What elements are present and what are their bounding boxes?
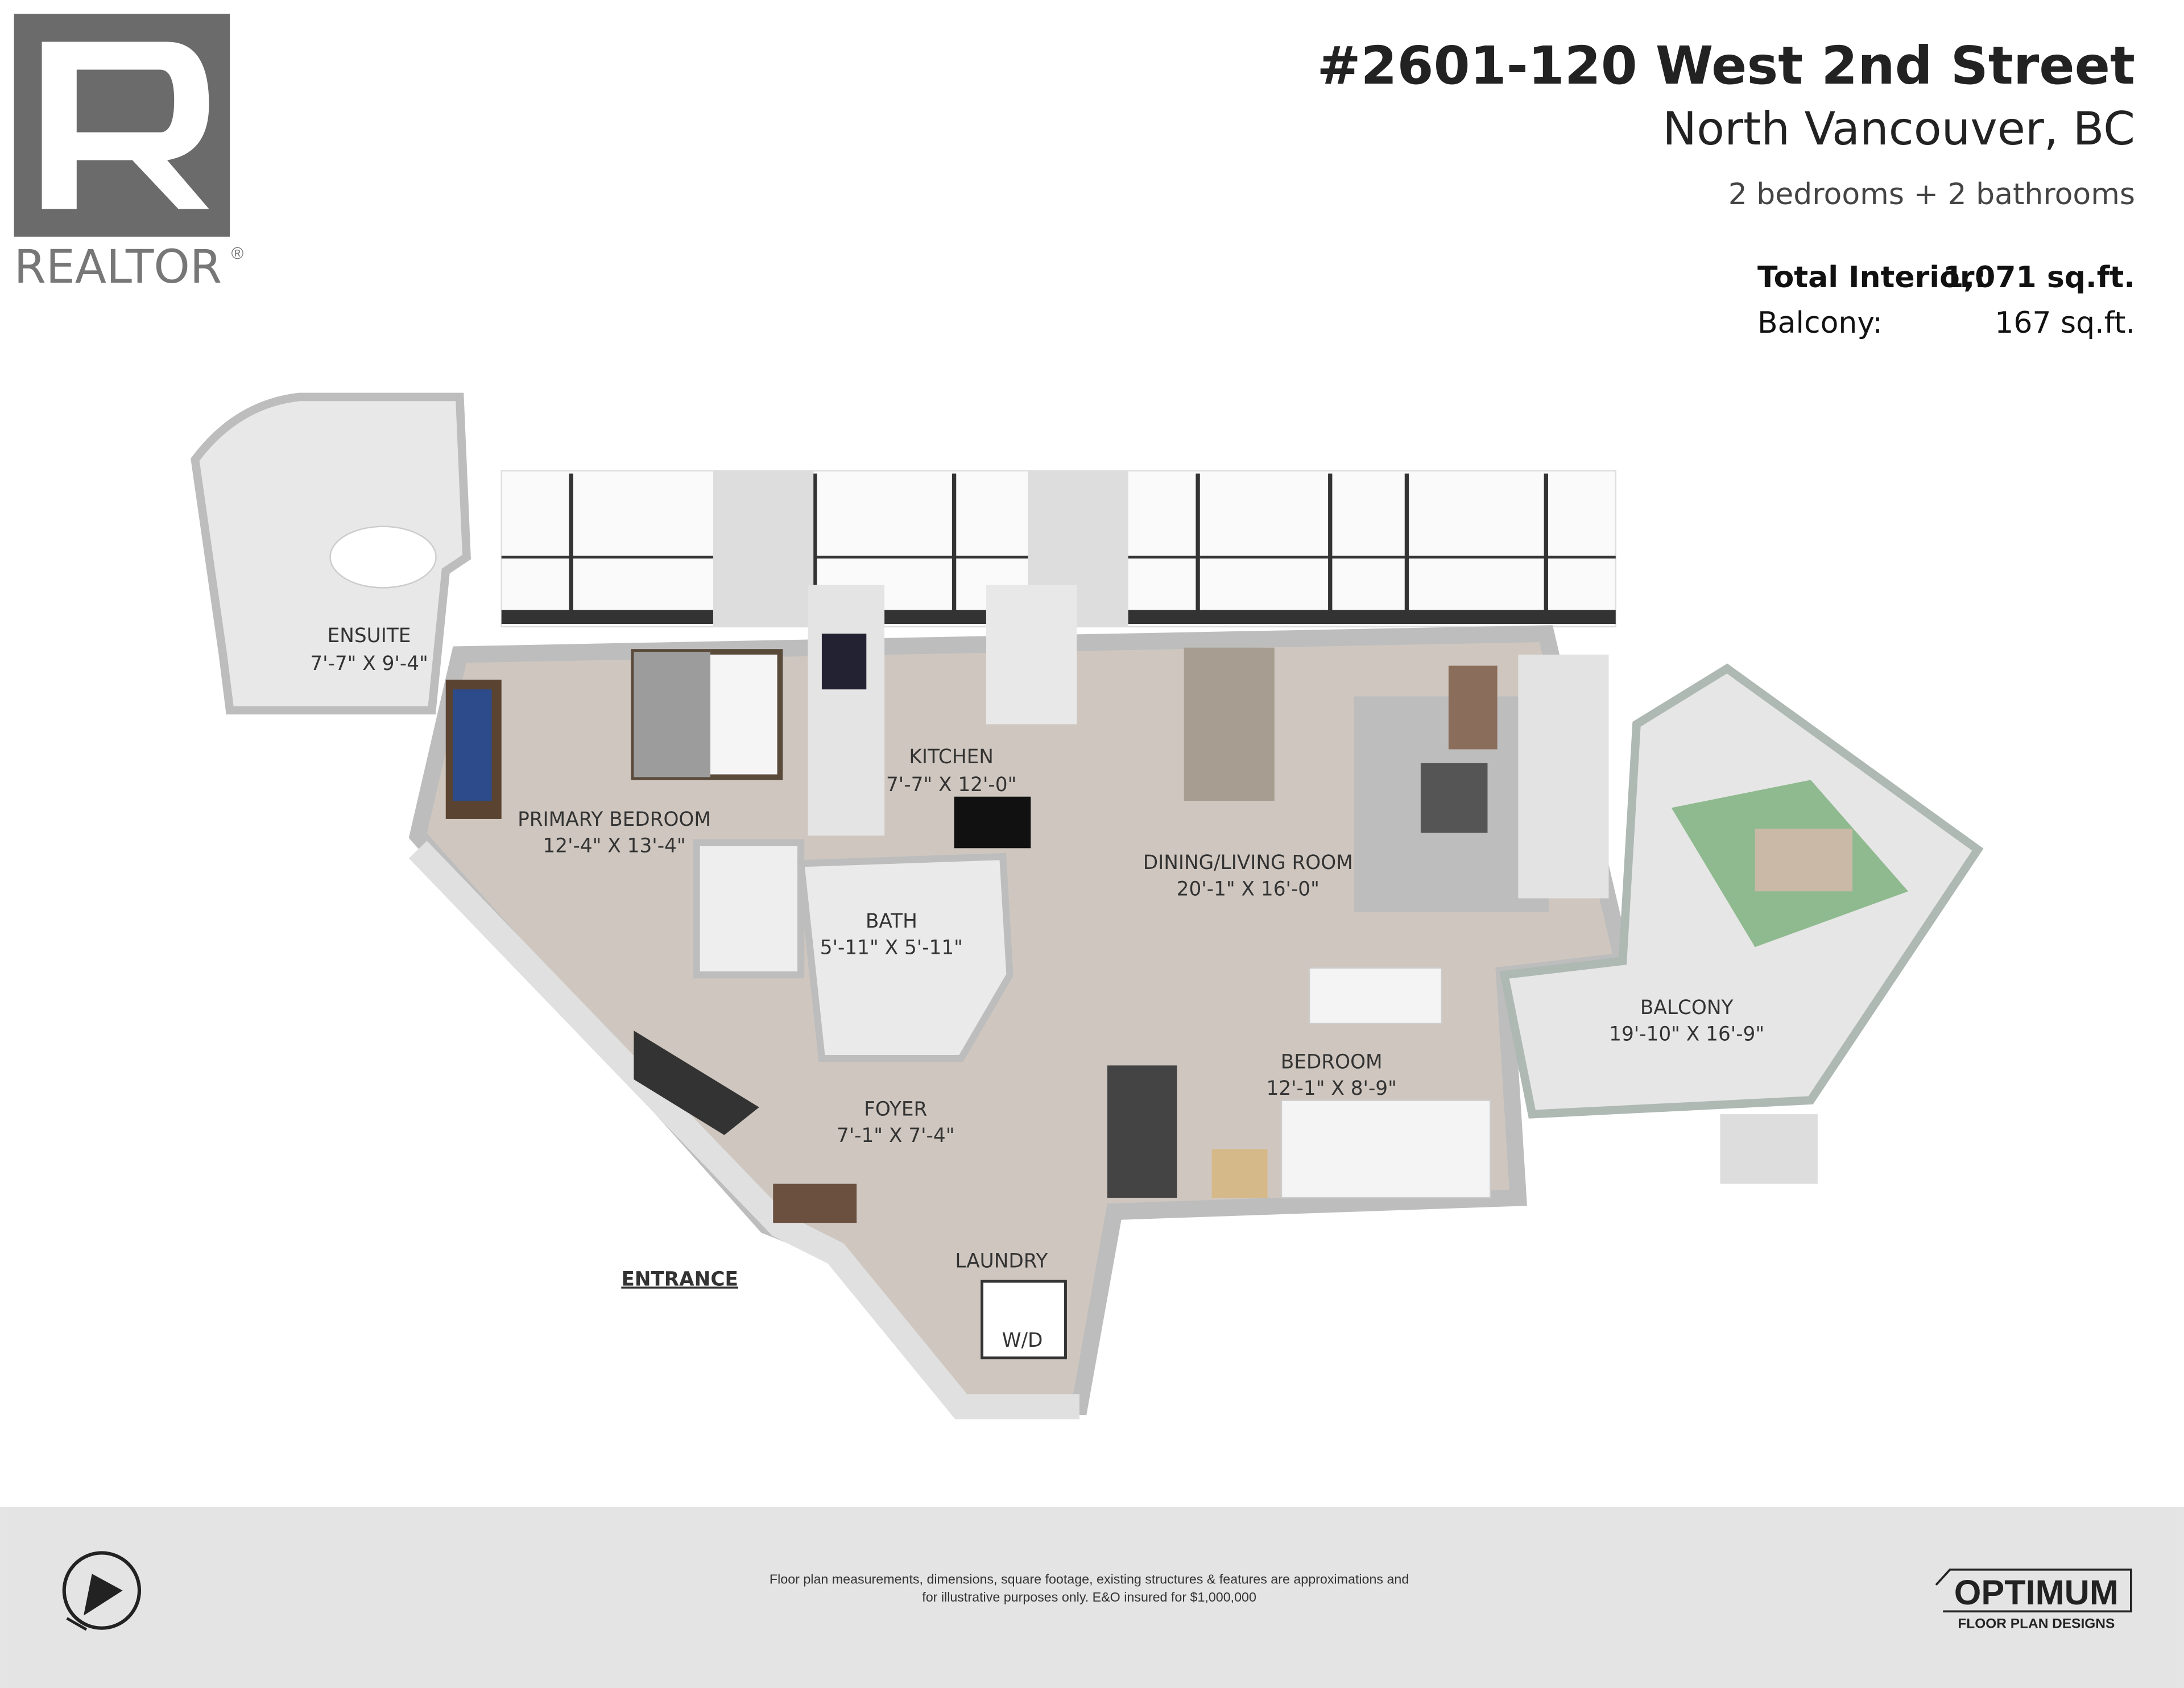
entrance-door [773,1184,857,1223]
entrance-label: ENTRANCE [621,1268,738,1290]
room-label-ensuite: ENSUITE 7'-7" X 9'-4" [310,624,428,675]
svg-text:®: ® [231,244,244,263]
svg-text:FLOOR PLAN DESIGNS: FLOOR PLAN DESIGNS [1958,1616,2115,1632]
bath-room [797,853,1014,1062]
svg-text:REALTOR: REALTOR [14,241,222,294]
listing-city: North Vancouver, BC [1662,102,2135,155]
svg-text:7'-7" X 9'-4": 7'-7" X 9'-4" [310,652,428,675]
window-wall [500,470,1616,628]
svg-text:19'-10" X 16'-9": 19'-10" X 16'-9" [1609,1023,1764,1045]
total-interior-value: 1,071 sq.ft. [1943,260,2135,295]
sofa [1518,654,1609,899]
coffee-table [1420,763,1488,833]
room-label-bedroom: BEDROOM 12'-1" X 8'-9" [1267,1050,1397,1100]
svg-text:12'-4" X 13'-4": 12'-4" X 13'-4" [543,835,685,858]
svg-text:7'-7" X 12'-0": 7'-7" X 12'-0" [886,773,1016,796]
shower [693,839,805,979]
svg-text:FOYER: FOYER [864,1098,927,1121]
svg-text:PRIMARY BEDROOM: PRIMARY BEDROOM [518,808,711,831]
north-arrow-icon [62,1551,142,1631]
room-label-foyer: FOYER 7'-1" X 7'-4" [837,1098,955,1148]
svg-text:BEDROOM: BEDROOM [1281,1050,1383,1073]
svg-text:BATH: BATH [866,910,917,933]
svg-text:ENSUITE: ENSUITE [328,624,411,647]
listing-summary: 2 bedrooms + 2 bathrooms [1728,177,2135,212]
bedroom-closet [1107,1065,1177,1198]
svg-text:KITCHEN: KITCHEN [909,746,993,768]
bedroom-bed [1280,1099,1491,1199]
room-label-laundry: LAUNDRY [955,1250,1048,1272]
optimum-logo: OPTIMUM FLOOR PLAN DESIGNS [1935,1569,2132,1632]
svg-text:7'-1" X 7'-4": 7'-1" X 7'-4" [837,1124,955,1147]
room-label-bath: BATH 5'-11" X 5'-11" [820,910,963,959]
room-label-kitchen: KITCHEN 7'-7" X 12'-0" [886,746,1016,796]
washer-dryer [981,1280,1067,1360]
balcony-label: Balcony: [1757,306,1883,340]
svg-text:OPTIMUM: OPTIMUM [1954,1573,2119,1612]
svg-text:12'-1" X 8'-9": 12'-1" X 8'-9" [1267,1077,1397,1100]
disclaimer-line-2: for illustrative purposes only. E&O insu… [922,1590,1256,1604]
disclaimer-line-1: Floor plan measurements, dimensions, squ… [770,1571,1409,1586]
room-label-dining-living: DINING/LIVING ROOM 20'-1" X 16'-0" [1143,851,1353,901]
svg-text:5'-11" X 5'-11": 5'-11" X 5'-11" [820,936,963,959]
room-label-balcony: BALCONY 19'-10" X 16'-9" [1609,996,1764,1046]
svg-text:BALCONY: BALCONY [1640,996,1734,1019]
listing-address: #2601-120 West 2nd Street [1317,35,2135,96]
dining-table [1184,647,1275,801]
balcony-value: 167 sq.ft. [1995,306,2135,340]
kitchen-counter [808,585,885,836]
svg-text:20'-1" X 16'-0": 20'-1" X 16'-0" [1177,878,1320,901]
realtor-logo: REALTOR ® [14,14,244,294]
room-label-primary-bedroom: PRIMARY BEDROOM 12'-4" X 13'-4" [518,808,711,858]
wd-label: W/D [1002,1329,1043,1352]
footer-band [0,1507,2184,1688]
svg-text:DINING/LIVING ROOM: DINING/LIVING ROOM [1143,851,1353,874]
cooktop [954,796,1031,849]
primary-closet [634,1031,759,1135]
total-interior-label: Total Interior: [1757,260,1987,295]
bathtub [329,526,437,589]
